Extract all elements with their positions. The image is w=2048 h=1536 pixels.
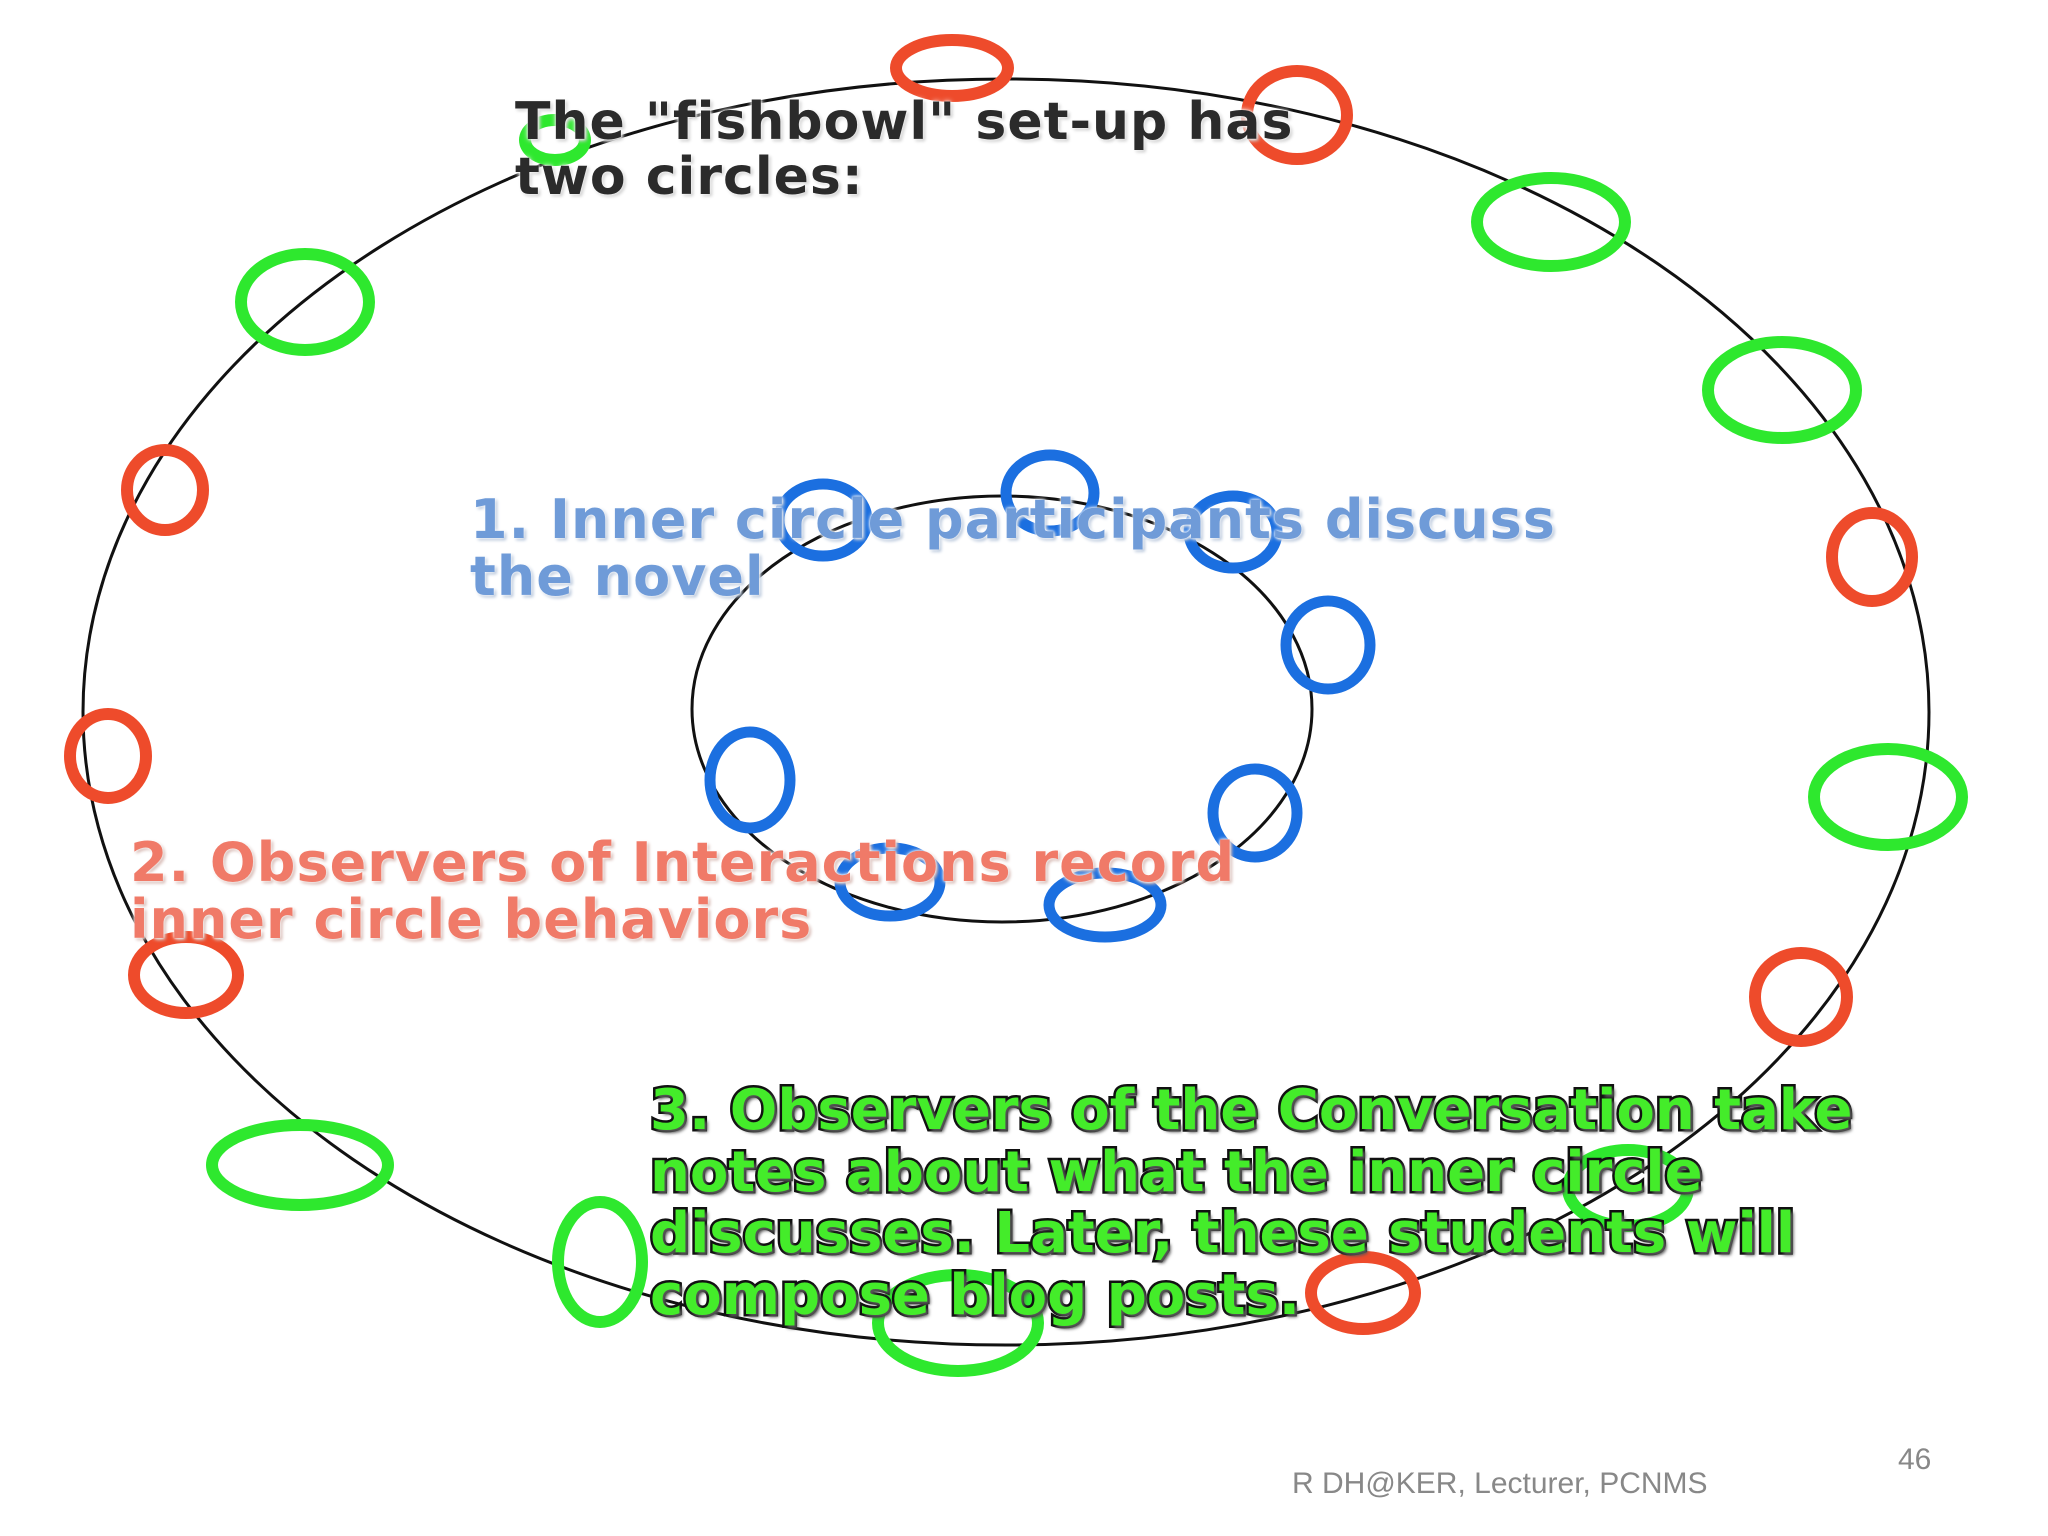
inner-seat-marker bbox=[834, 842, 946, 922]
interaction-observer-seat-marker bbox=[1826, 507, 1918, 607]
interaction-observer-seat-marker bbox=[890, 34, 1014, 102]
inner-seat-marker bbox=[1183, 490, 1283, 574]
inner-seat-marker bbox=[1207, 763, 1303, 863]
inner-seat-marker bbox=[1000, 449, 1100, 537]
inner-seat-marker bbox=[1280, 595, 1376, 695]
inner-seat-marker bbox=[773, 478, 873, 562]
interaction-observer-seat-marker bbox=[1305, 1251, 1421, 1335]
conversation-observer-seat-marker bbox=[235, 248, 375, 356]
slide-number: 46 bbox=[1898, 1443, 1932, 1476]
observers-interactions-label: 2. Observers of Interactions record inne… bbox=[130, 831, 1236, 951]
interaction-observer-seat-marker bbox=[1241, 65, 1353, 165]
interaction-observer-seat-marker bbox=[1749, 947, 1853, 1047]
footer-credit: R DH@KER, Lecturer, PCNMS bbox=[1292, 1467, 1708, 1500]
observers-conversation-label: 3. Observers of the Conversation take no… bbox=[648, 1077, 1855, 1328]
interaction-observer-seat-marker bbox=[128, 931, 244, 1019]
conversation-observer-seat-marker bbox=[519, 114, 591, 166]
interaction-observer-seat-marker bbox=[121, 444, 209, 536]
conversation-observer-seat-marker bbox=[552, 1196, 648, 1328]
conversation-observer-seat-marker bbox=[872, 1269, 1044, 1377]
conversation-observer-seat-marker bbox=[206, 1119, 394, 1211]
conversation-observer-seat-marker bbox=[1471, 172, 1631, 272]
seat-markers bbox=[64, 34, 1968, 1377]
conversation-observer-seat-marker bbox=[1562, 1144, 1694, 1232]
inner-seat-marker bbox=[1043, 867, 1167, 943]
diagram-title: The "fishbowl" set-up has two circles: bbox=[515, 92, 1294, 207]
conversation-observer-seat-marker bbox=[1702, 336, 1862, 444]
interaction-observer-seat-marker bbox=[64, 708, 152, 804]
inner-seat-marker bbox=[704, 726, 796, 834]
conversation-observer-seat-marker bbox=[1808, 743, 1968, 851]
inner-circle-label: 1. Inner circle participants discuss the… bbox=[470, 488, 1556, 608]
